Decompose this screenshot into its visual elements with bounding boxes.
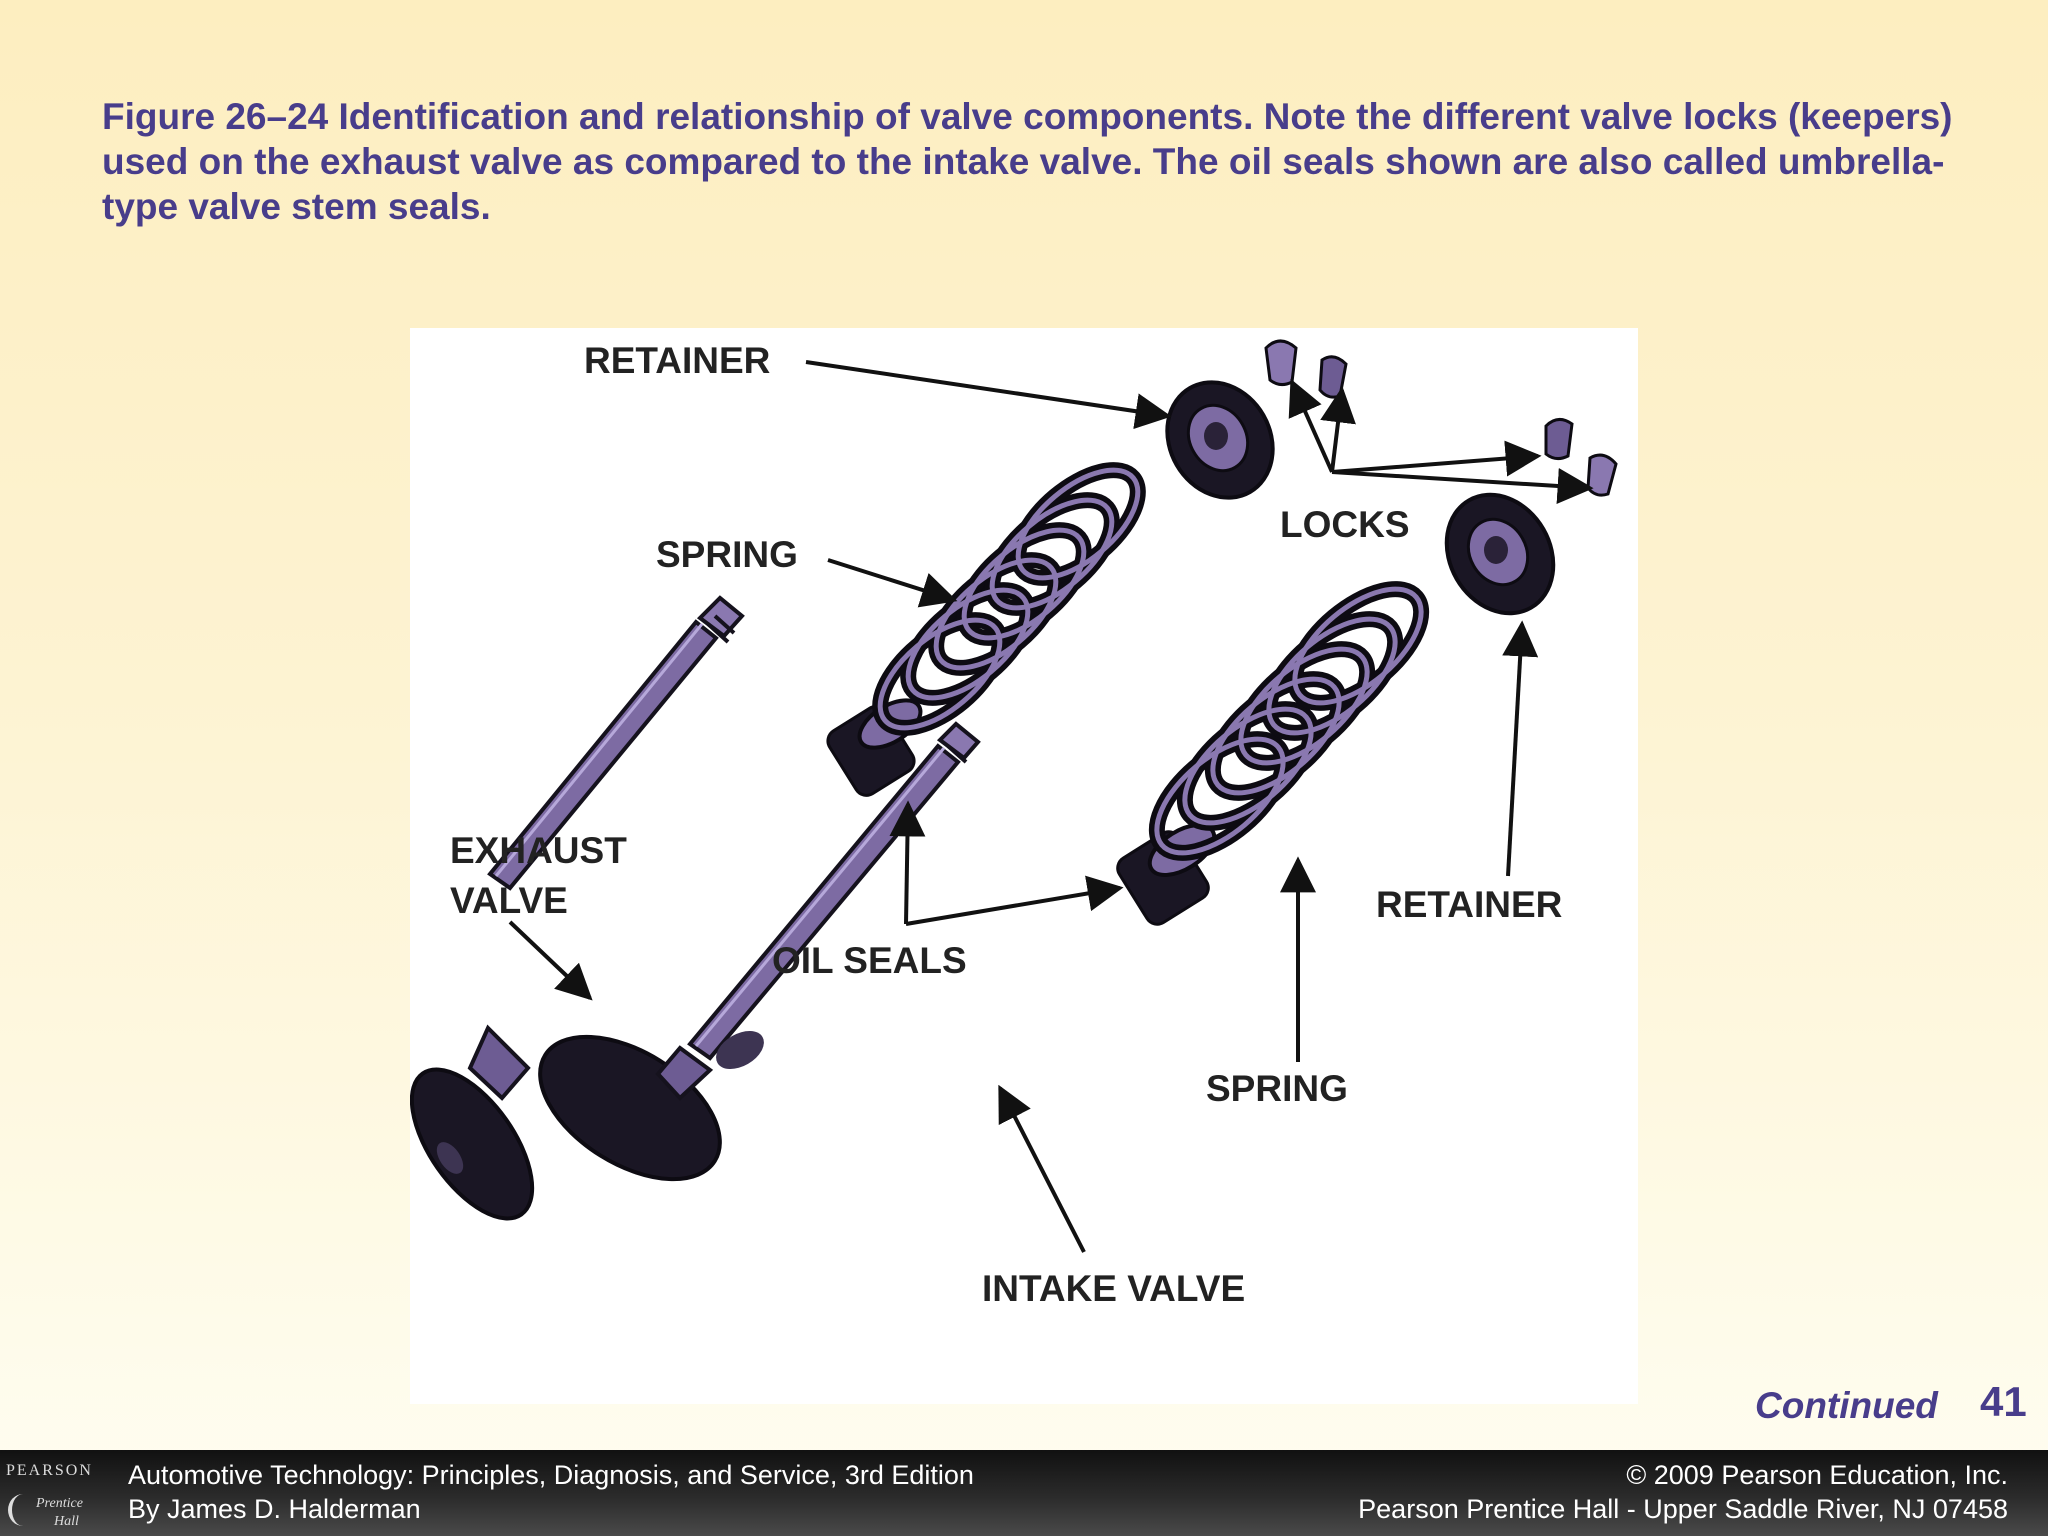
retainer-right-part [1444, 492, 1556, 616]
pearson-logo: PEARSON Prentice Hall [0, 1450, 100, 1536]
spring-bottom-label: SPRING [1206, 1068, 1348, 1109]
spring-left-part [872, 462, 1146, 736]
spring-right-part [1148, 581, 1430, 861]
page-number: 41 [1980, 1378, 2027, 1425]
book-author: By James D. Halderman [128, 1494, 421, 1524]
exhaust-valve-label-line1: EXHAUST [450, 830, 627, 871]
retainer-left-part [1165, 380, 1275, 500]
locks-label: LOCKS [1280, 504, 1410, 545]
retainer-top-label: RETAINER [584, 340, 771, 381]
intake-valve-label: INTAKE VALVE [982, 1268, 1246, 1309]
spring-left-label: SPRING [656, 534, 798, 575]
locks-part [1264, 339, 1618, 497]
footer-bar: PEARSON Prentice Hall Automotive Technol… [0, 1450, 2048, 1536]
exhaust-valve-label-line2: VALVE [450, 880, 568, 921]
valve-illustration [410, 339, 1618, 1253]
copyright-text: © 2009 Pearson Education, Inc. [1626, 1460, 2008, 1490]
retainer-right-label: RETAINER [1376, 884, 1563, 925]
figure-caption: Figure 26–24 Identification and relation… [102, 96, 1953, 227]
logo-top-text: PEARSON [6, 1462, 93, 1479]
logo-bot-text: Hall [54, 1514, 79, 1529]
leader-arrows [508, 360, 1594, 1253]
oil-seal-right [1116, 823, 1217, 926]
logo-swoosh-icon [8, 1494, 38, 1526]
book-title: Automotive Technology: Principles, Diagn… [128, 1460, 974, 1490]
logo-mid-text: Prentice [36, 1496, 83, 1511]
publisher-text: Pearson Prentice Hall - Upper Saddle Riv… [1358, 1494, 2008, 1524]
oil-seals-label: OIL SEALS [772, 940, 967, 981]
continued-label: Continued [1755, 1385, 1938, 1426]
valve-components-figure: RETAINER SPRING LOCKS EXHAUST VALVE OIL … [410, 328, 1638, 1404]
exhaust-valve-part [410, 595, 745, 1221]
